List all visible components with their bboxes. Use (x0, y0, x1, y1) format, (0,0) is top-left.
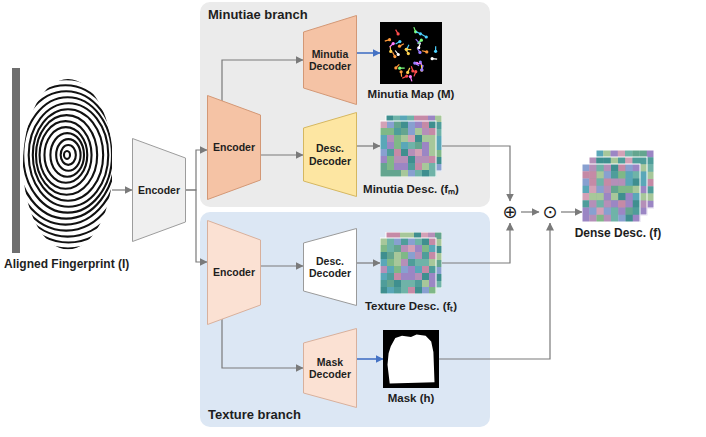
block-label-wrap: Encoder (132, 138, 186, 242)
connector-arrow (561, 211, 582, 212)
connector-arrow (261, 265, 303, 266)
operator-glyph: ⊕ (499, 201, 521, 223)
image-caption: Texture Desc. (fₜ) (365, 298, 457, 313)
minutia-map: Minutia Map (M) (380, 22, 442, 84)
feature-map-art (380, 115, 442, 177)
branch-panel: Minutiae branchEncoderMinutia DecoderMin… (200, 2, 490, 207)
feature-map: Minutia Desc. (fₘ) (380, 115, 442, 177)
image-caption: Minutia Desc. (fₘ) (363, 181, 459, 196)
connector-arrow (186, 190, 207, 262)
block-label: Encoder (208, 141, 260, 153)
connector-arrow (357, 52, 380, 54)
connector-arrow (261, 154, 303, 155)
image-caption: Dense Desc. (f) (575, 226, 662, 240)
encoder-block: Encoder (132, 138, 186, 242)
mask-image: Mask (h) (383, 330, 439, 388)
feature-map-art (380, 232, 442, 294)
decoder-block: Desc. Decoder (303, 112, 357, 197)
encoder-block: Encoder (207, 95, 261, 200)
mask-image-art (383, 330, 439, 388)
connector-arrow (112, 189, 132, 190)
block-label: Desc. Decoder (304, 255, 356, 279)
decoder-block: Minutia Decoder (303, 15, 357, 105)
block-label-wrap: Mask Decoder (303, 328, 357, 408)
feature-map-art (582, 150, 654, 222)
image-caption: Mask (h) (388, 392, 435, 404)
connector-arrow (186, 150, 207, 190)
connector-arrow (222, 319, 303, 368)
block-label: Desc. Decoder (304, 142, 356, 166)
operator-symbol: ⊕ (499, 201, 521, 223)
image-caption: Minutia Map (M) (368, 88, 455, 100)
block-label-wrap: Encoder (207, 95, 261, 200)
connector-arrow (357, 262, 380, 263)
connector-arrow (357, 358, 383, 360)
fingerprint-image-art (12, 68, 112, 253)
connector-arrow (442, 223, 510, 263)
block-label-wrap: Minutia Decoder (303, 15, 357, 105)
block-label: Encoder (133, 184, 185, 196)
feature-map: Texture Desc. (fₜ) (380, 232, 442, 294)
panel-title: Texture branch (208, 407, 301, 422)
operator-symbol: ⊙ (539, 201, 561, 223)
block-label-wrap: Desc. Decoder (303, 228, 357, 306)
block-label-wrap: Desc. Decoder (303, 112, 357, 197)
encoder-block: Encoder (207, 220, 261, 325)
connector-arrow (357, 145, 380, 146)
fingerprint-image: Aligned Fingerprint (I) (12, 68, 112, 253)
decoder-block: Mask Decoder (303, 328, 357, 408)
minutia-map-art (380, 22, 442, 84)
image-caption: Aligned Fingerprint (I) (4, 257, 129, 271)
block-label-wrap: Encoder (207, 220, 261, 325)
connector-arrow (442, 146, 510, 201)
block-label: Minutia Decoder (304, 48, 356, 72)
operator-glyph: ⊙ (539, 201, 561, 223)
connector-arrow (222, 60, 303, 101)
decoder-block: Desc. Decoder (303, 228, 357, 306)
feature-map: Dense Desc. (f) (582, 150, 654, 222)
panel-title: Minutiae branch (208, 7, 308, 22)
connector-arrow (521, 211, 539, 212)
block-label: Encoder (208, 266, 260, 278)
connector-arrow (439, 223, 550, 359)
block-label: Mask Decoder (304, 356, 356, 380)
branch-panel: Texture branchEncoderDesc. DecoderTextur… (200, 212, 490, 427)
